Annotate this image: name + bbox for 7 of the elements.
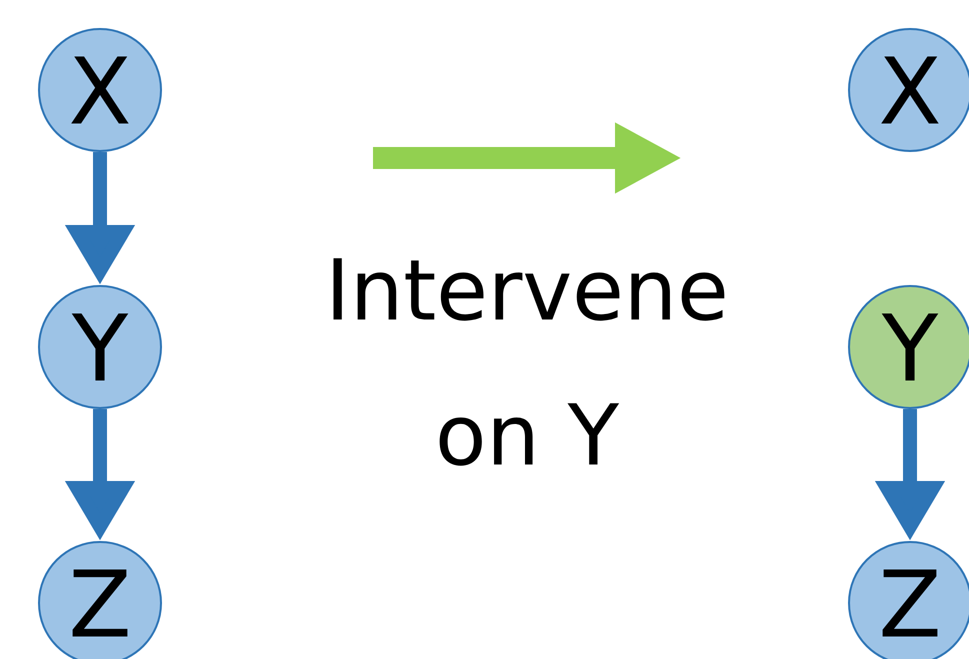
caption-text: Intervene on Y xyxy=(334,258,724,466)
circle-node: Z xyxy=(848,541,969,659)
circle-node: Y xyxy=(848,285,969,409)
circle-node: X xyxy=(38,28,162,152)
circle-node: Y xyxy=(38,285,162,409)
circle-node: Z xyxy=(38,541,162,659)
circle-node: X xyxy=(848,28,969,152)
